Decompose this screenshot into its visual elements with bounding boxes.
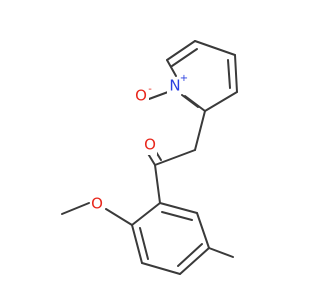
atom-o-carbonyl-label: O (144, 136, 156, 154)
atom-o-carbonyl: O (143, 136, 157, 155)
bonds (61, 40, 238, 275)
bond-b6-b1 (159, 202, 198, 214)
bond-b4-b5-double (177, 243, 203, 267)
bond-n-o (148, 91, 169, 100)
bond-c4-c3-double (227, 59, 231, 89)
bond-b4-b5 (179, 247, 210, 275)
molecule-diagram: O - N + O O (61, 40, 238, 275)
bond-b3-b4 (141, 262, 181, 275)
atom-o-oxide: O - (135, 84, 152, 105)
bond-c5-c4 (194, 40, 236, 56)
bond-b2-ome (105, 208, 133, 226)
bond-cco-aryl (154, 164, 161, 204)
bond-ome-ch3 (61, 202, 90, 215)
bond-b1-b2 (131, 202, 161, 226)
bond-c2-n-double (181, 94, 199, 108)
bond-c4-c3 (234, 54, 238, 93)
bond-ch2-cco (154, 149, 196, 166)
atoms: O - N + O O (90, 73, 188, 213)
bond-b6-b1-double (161, 211, 193, 221)
bond-c6-c5-double (171, 48, 198, 67)
atom-n: N + (167, 73, 188, 96)
atom-n-charge: + (180, 73, 188, 84)
atom-o-oxide-label: O (135, 87, 147, 105)
atom-n-label: N (169, 77, 180, 95)
bond-b5-methyl (208, 247, 234, 258)
bond-c6-c5 (166, 40, 196, 61)
atom-o-oxide-charge: - (148, 84, 152, 95)
bond-c3-c2 (204, 91, 238, 112)
atom-o-methoxy-label: O (91, 195, 103, 213)
bond-c2-ch2 (194, 110, 206, 151)
bond-b5-b6 (196, 212, 210, 249)
bond-n-c6 (166, 59, 177, 77)
atom-o-methoxy: O (90, 195, 104, 213)
bond-b2-b3-double (139, 227, 149, 260)
bond-b2-b3 (131, 224, 143, 264)
